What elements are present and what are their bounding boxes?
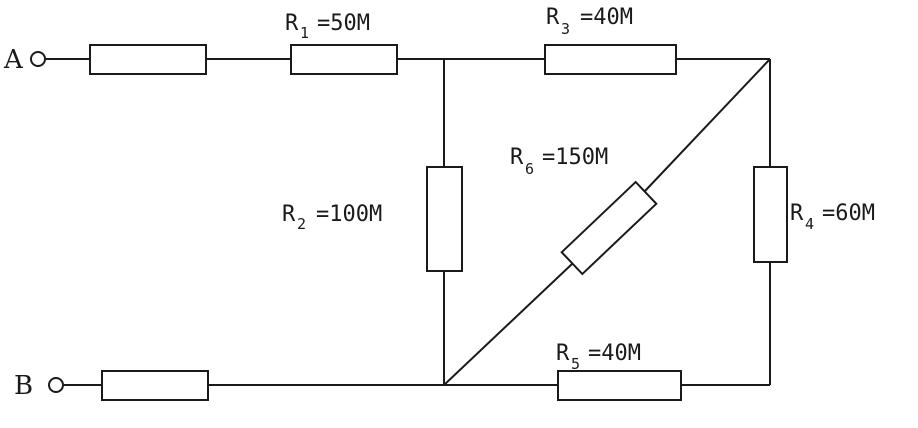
label-r6-value: =150M [542,145,608,170]
label-r1-symbol: R [285,11,299,36]
resistor-unlabeled-top [89,44,207,75]
label-r6: R 6 =150M [510,145,608,178]
label-r2: R 2 =100M [282,202,382,233]
label-r5-symbol: R [556,341,570,366]
resistor-r6 [560,180,658,276]
label-r4-sub: 4 [805,215,814,233]
terminal-b-label: B [14,371,33,401]
resistor-r2 [426,166,463,272]
label-r1-sub: 1 [300,24,309,42]
label-r3-symbol: R [546,5,560,30]
label-r1-value: =50M [317,11,370,36]
label-r2-sub: 2 [297,215,306,233]
wire-node-bottom-to-r6 [443,263,573,386]
label-r4-symbol: R [790,201,804,226]
label-r5: R 5 =40M [556,341,641,373]
label-r4: R 4 =60M [790,201,875,233]
label-r4-value: =60M [822,201,875,226]
label-r3-sub: 3 [561,20,570,38]
resistor-r4 [753,166,788,263]
label-r1: R 1 =50M [285,11,370,42]
terminal-a-label: A [3,45,24,75]
wire-r6-to-node-right [644,58,771,192]
label-r2-symbol: R [282,202,296,227]
label-r5-sub: 5 [571,355,580,373]
label-r3: R 3 =40M [546,5,633,38]
label-r2-value: =100M [316,202,382,227]
terminal-b [48,377,64,393]
label-r6-symbol: R [510,145,524,170]
resistor-unlabeled-bottom [101,370,209,401]
label-r5-value: =40M [588,341,641,366]
label-r3-value: =40M [580,5,633,30]
resistors [89,44,788,401]
resistor-r5 [557,370,682,401]
terminal-a [30,51,46,67]
wires [46,58,771,386]
resistor-r1 [290,44,398,75]
label-r6-sub: 6 [525,160,534,178]
resistor-r3 [544,44,677,75]
